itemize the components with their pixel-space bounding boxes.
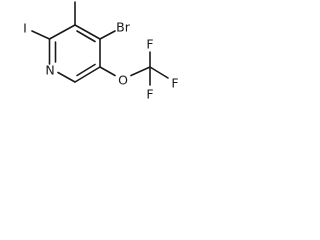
atom-label-iodine: I bbox=[23, 21, 27, 36]
atom-label-fluorine-right: F bbox=[171, 76, 178, 91]
bond-oxygen-cf3 bbox=[130, 66, 151, 77]
bond-c2-c3 bbox=[48, 24, 76, 40]
bonds bbox=[31, 1, 169, 86]
bond-c4-bromine bbox=[99, 30, 116, 40]
atom-label-fluorine-top: F bbox=[146, 37, 153, 52]
bond-c5-oxygen bbox=[99, 66, 116, 77]
atom-label-fluorine-bottom: F bbox=[146, 87, 153, 102]
bond-c3-c4 bbox=[74, 24, 101, 40]
atom-label-oxygen: O bbox=[118, 73, 128, 88]
bond-c5-c6-inner bbox=[76, 63, 96, 77]
bond-c5-c6 bbox=[74, 66, 101, 83]
bond-cf3-f-right bbox=[149, 66, 169, 79]
atom-labels: I Br N O F F F bbox=[23, 20, 178, 102]
bond-c6-n1 bbox=[57, 71, 76, 83]
bond-c3-c4-inner bbox=[76, 30, 96, 43]
structure-diagram: I Br N O F F F bbox=[23, 1, 179, 102]
atom-label-nitrogen: N bbox=[45, 63, 54, 78]
atom-label-bromine: Br bbox=[116, 20, 131, 35]
bond-c2-iodine bbox=[31, 30, 51, 40]
